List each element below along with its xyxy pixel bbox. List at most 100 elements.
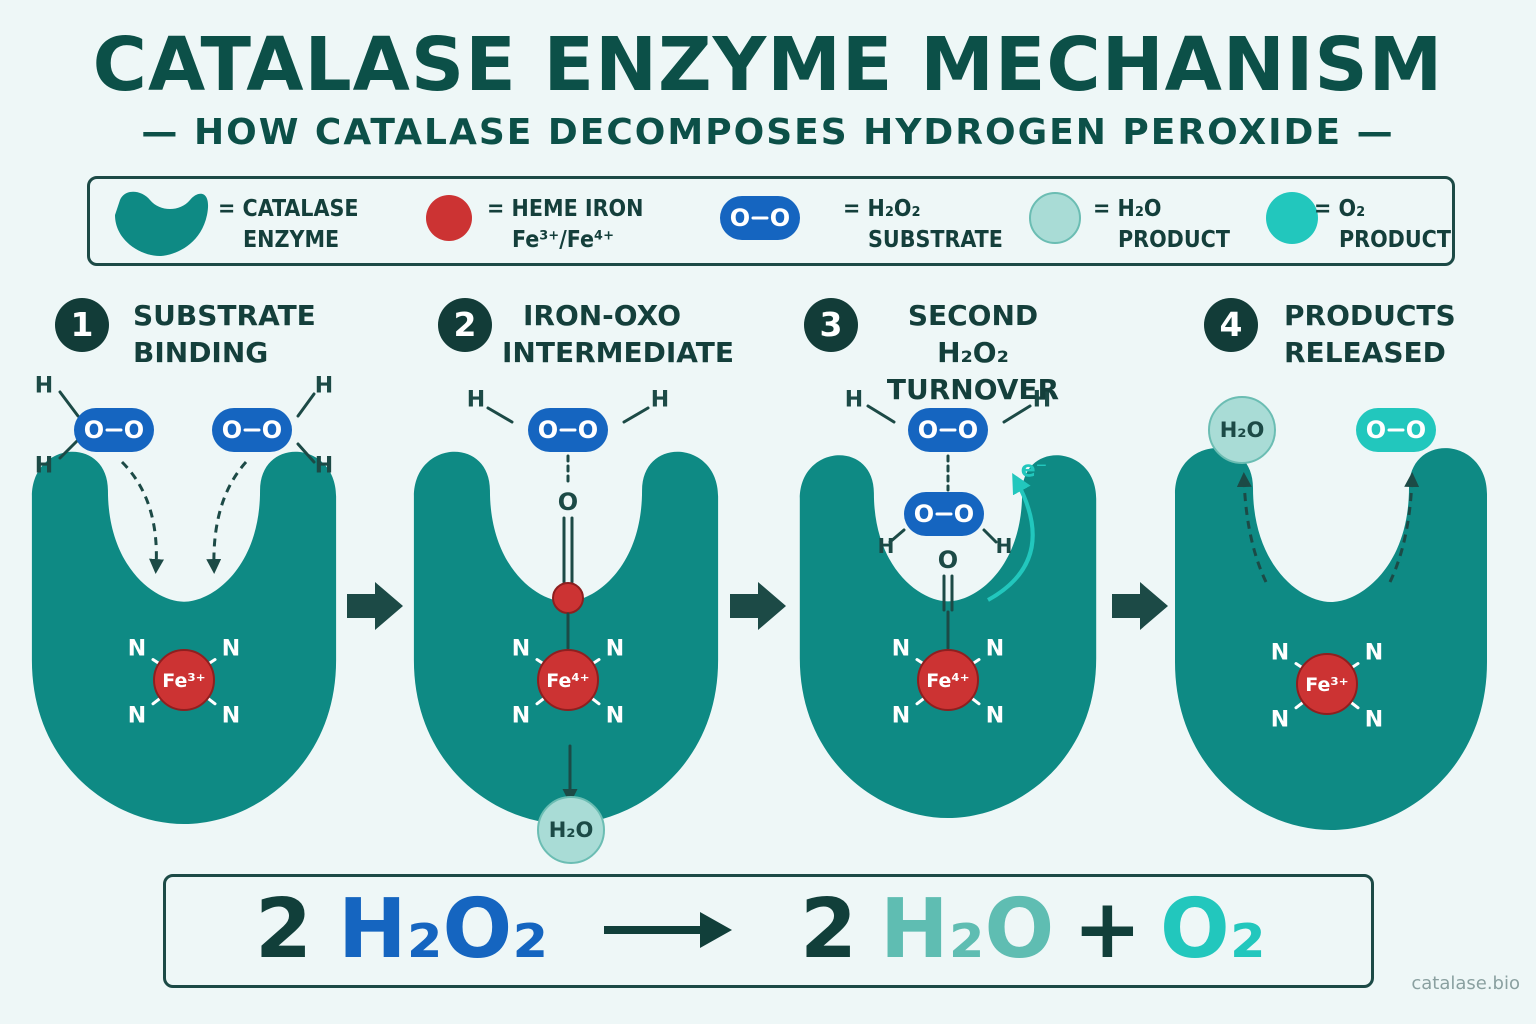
equation-arrow-head [700,912,732,948]
step-3-title-line2: TURNOVER [886,373,1060,406]
step-3-number: 3 [804,298,858,352]
step-3-h2o2-bound-o-left: O [914,500,934,528]
legend-o2-icon [1266,192,1318,244]
step-3-h2o2-bound-o-right: O [954,500,974,528]
step-1-h2o2-right-h-bottom: H [315,454,333,479]
equation-product-oxygen: O₂ [1160,882,1266,977]
step-2-oxo-o: O [558,488,578,516]
step-3-h2o2-bound-h-bond-left [888,528,906,544]
step-3-h2o2-top-o-left: O [918,416,938,444]
step-1-title-line1: SUBSTRATE [133,299,316,332]
step-1-number: 1 [55,298,109,352]
step-1-heme-fe-atom [153,649,215,711]
step-4-heme-n-3: N [1365,708,1383,733]
step-4-enzyme [1175,448,1487,830]
step-3-heme-n-3: N [986,704,1004,729]
step-3-h2o2-bound-h-bond-right [982,528,998,544]
equation-product-water: H₂O [880,882,1055,977]
step-1-h2o2-right-h-bond-bottom [296,442,316,464]
step-1-h2o2-left-o-right: O [124,416,144,444]
step-2-h2o2-h-left: H [467,388,485,413]
step-2-water-circle [537,796,605,864]
step-3-h2o2-top-h-right: H [1033,388,1051,413]
step-2-oxo-atom [552,582,584,614]
flow-arrow-3-4 [1112,582,1168,630]
step-4-title-line2: RELEASED [1284,336,1446,369]
step-1-heme-fe-label: Fe³⁺ [162,670,205,692]
equation-right-coefficient: 2 [800,882,858,977]
legend-enzyme-label: = CATALASE ENZYME [218,194,359,256]
step-2-heme-n-3: N [606,704,624,729]
step-4-title-line1: PRODUCTS [1284,299,1456,332]
step-1-binding-arrow-right [206,461,248,574]
legend-heme-line1: = HEME IRON [487,196,644,222]
step-2-title-line2: INTERMEDIATE [502,336,735,369]
step-4-release-arrow-water [1236,472,1268,583]
step-4-heme-n-0: N [1271,641,1289,666]
step-3-heme-n-0: N [892,637,910,662]
step-2-h2o2-o-left: O [538,416,558,444]
step-1-heme-n-2: N [128,704,146,729]
step-3-h2o2-top-h-bond-right [1002,404,1032,424]
page-subtitle: — HOW CATALASE DECOMPOSES HYDROGEN PEROX… [141,112,1395,153]
step-4-heme-fe-label: Fe³⁺ [1305,674,1348,696]
equation-box [163,874,1374,988]
step-4-oxygen-o-right: O [1406,416,1426,444]
step-4-number: 4 [1204,298,1258,352]
step-4-oxygen-o-left: O [1366,416,1386,444]
step-1-h2o2-left-h-bond-top [58,390,80,418]
legend-h2o-line2: PRODUCT [1118,227,1230,253]
step-1-h2o2-left-o-left: O [84,416,104,444]
legend-h2o2-icon-o-right: O [770,204,790,232]
step-1-title: SUBSTRATE BINDING [133,297,316,371]
legend-h2o-label: = H₂O PRODUCT [1093,194,1230,256]
legend-h2o2-line2: SUBSTRATE [868,227,1003,253]
legend-h2o-icon [1029,192,1081,244]
step-2-heme-n-2: N [512,704,530,729]
step-4-title: PRODUCTS RELEASED [1284,297,1456,371]
legend-h2o2-label: = H₂O₂ SUBSTRATE [843,194,1003,256]
step-3-title: SECOND H₂O₂ TURNOVER [868,297,1078,408]
step-3-heme-n-2: N [892,704,910,729]
step-1-h2o2-right-o-left: O [222,416,242,444]
step-3-h2o2-top-o-right: O [958,416,978,444]
flow-arrow-1-2 [347,582,403,630]
step-2-water: H₂O [537,796,605,864]
step-1-binding-arrow-left [120,460,165,574]
legend-o2-line1: = O₂ [1314,196,1366,222]
step-2-title-line1: IRON-OXO [522,299,682,332]
step-3-h2o2-top-h-bond-left [866,404,896,424]
step-2-h2o2-h-right: H [651,388,669,413]
equation-left-coefficient: 2 [255,882,313,977]
step-4-water-circle [1208,396,1276,464]
step-3-heme-fe-label: Fe⁴⁺ [926,670,969,692]
step-4-heme-fe-atom [1296,653,1358,715]
legend-heme-label: = HEME IRON Fe³⁺/Fe⁴⁺ [487,194,643,256]
step-1-h2o2-right-h-bond-top [296,392,316,418]
legend-o2-label: = O₂ PRODUCT [1314,194,1451,256]
step-2-water-label: H₂O [549,818,594,842]
step-2-h2o2-o-right: O [578,416,598,444]
legend-heme-line2: Fe³⁺/Fe⁴⁺ [512,227,615,253]
step-2-heme-n-0: N [512,637,530,662]
step-1-heme-n-3: N [222,704,240,729]
step-4-heme-n-2: N [1271,708,1289,733]
step-3-heme-fe-atom [917,649,979,711]
step-3-title-line1: SECOND H₂O₂ [907,299,1039,369]
step-1-heme-n-1: N [222,637,240,662]
step-4-water-label: H₂O [1220,418,1265,442]
step-1-heme-n-0: N [128,637,146,662]
step-3-h2o2-bound-h-right: H [996,534,1013,558]
step-1-h2o2-left-h-bond-bottom [58,438,80,460]
step-3-electron-arrow [987,472,1035,602]
equation-reactant: H₂O₂ [338,882,549,977]
step-3-h2o2-top-h-left: H [845,388,863,413]
